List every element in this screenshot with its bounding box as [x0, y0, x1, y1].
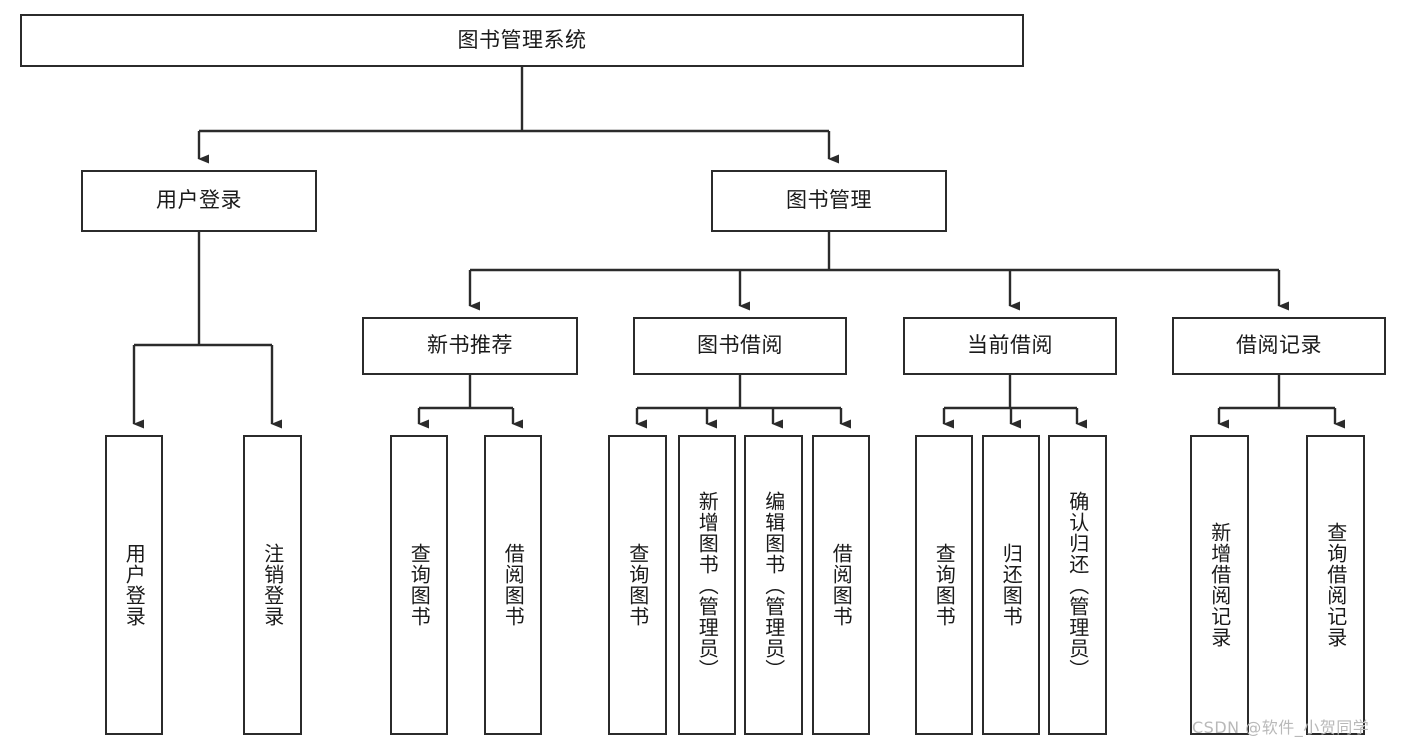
leaf-node[interactable]: 查询图书: [915, 435, 973, 735]
node-label-borrow-record: 借阅记录: [1236, 333, 1322, 358]
leaf-node[interactable]: 确认归还（管理员）: [1048, 435, 1107, 735]
leaf-label: 注销登录: [260, 543, 285, 627]
leaf-node[interactable]: 编辑图书（管理员）: [744, 435, 803, 735]
node-current-borrow[interactable]: 当前借阅: [903, 317, 1117, 375]
node-label-new-book-recommend: 新书推荐: [427, 333, 513, 358]
node-book-management-system[interactable]: 图书管理系统: [20, 14, 1024, 67]
leaf-label: 查询图书: [625, 543, 650, 627]
leaf-label: 查询图书: [932, 543, 957, 627]
leaf-node[interactable]: 查询图书: [390, 435, 448, 735]
leaf-label: 用户登录: [122, 543, 147, 627]
node-label-user-login: 用户登录: [156, 188, 242, 213]
leaf-label: 查询借阅记录: [1323, 522, 1348, 648]
connector-group: [132, 67, 1345, 429]
leaf-node[interactable]: 新增借阅记录: [1190, 435, 1249, 735]
leaf-label: 借阅图书: [829, 543, 854, 627]
leaf-node[interactable]: 归还图书: [982, 435, 1040, 735]
node-label-root: 图书管理系统: [457, 27, 587, 52]
leaf-label: 编辑图书（管理员）: [761, 490, 786, 680]
leaf-node[interactable]: 查询图书: [608, 435, 667, 735]
node-label-current-borrow: 当前借阅: [967, 333, 1053, 358]
leaf-label: 借阅图书: [501, 543, 526, 627]
leaf-node[interactable]: 用户登录: [105, 435, 163, 735]
node-user-login[interactable]: 用户登录: [81, 170, 317, 232]
leaf-label: 归还图书: [999, 543, 1024, 627]
leaf-node[interactable]: 新增图书（管理员）: [678, 435, 736, 735]
node-book-management[interactable]: 图书管理: [711, 170, 947, 232]
leaf-label: 确认归还（管理员）: [1065, 490, 1090, 680]
leaf-node[interactable]: 借阅图书: [812, 435, 870, 735]
leaf-node[interactable]: 查询借阅记录: [1306, 435, 1365, 735]
leaf-label: 新增借阅记录: [1207, 522, 1232, 648]
node-label-book-management: 图书管理: [786, 188, 872, 213]
leaf-label: 新增图书（管理员）: [695, 490, 720, 680]
node-new-book-recommend[interactable]: 新书推荐: [362, 317, 578, 375]
node-borrow-record[interactable]: 借阅记录: [1172, 317, 1386, 375]
leaf-node[interactable]: 注销登录: [243, 435, 302, 735]
leaf-label: 查询图书: [407, 543, 432, 627]
node-label-book-borrow: 图书借阅: [697, 333, 783, 358]
node-book-borrow[interactable]: 图书借阅: [633, 317, 847, 375]
leaf-node[interactable]: 借阅图书: [484, 435, 542, 735]
